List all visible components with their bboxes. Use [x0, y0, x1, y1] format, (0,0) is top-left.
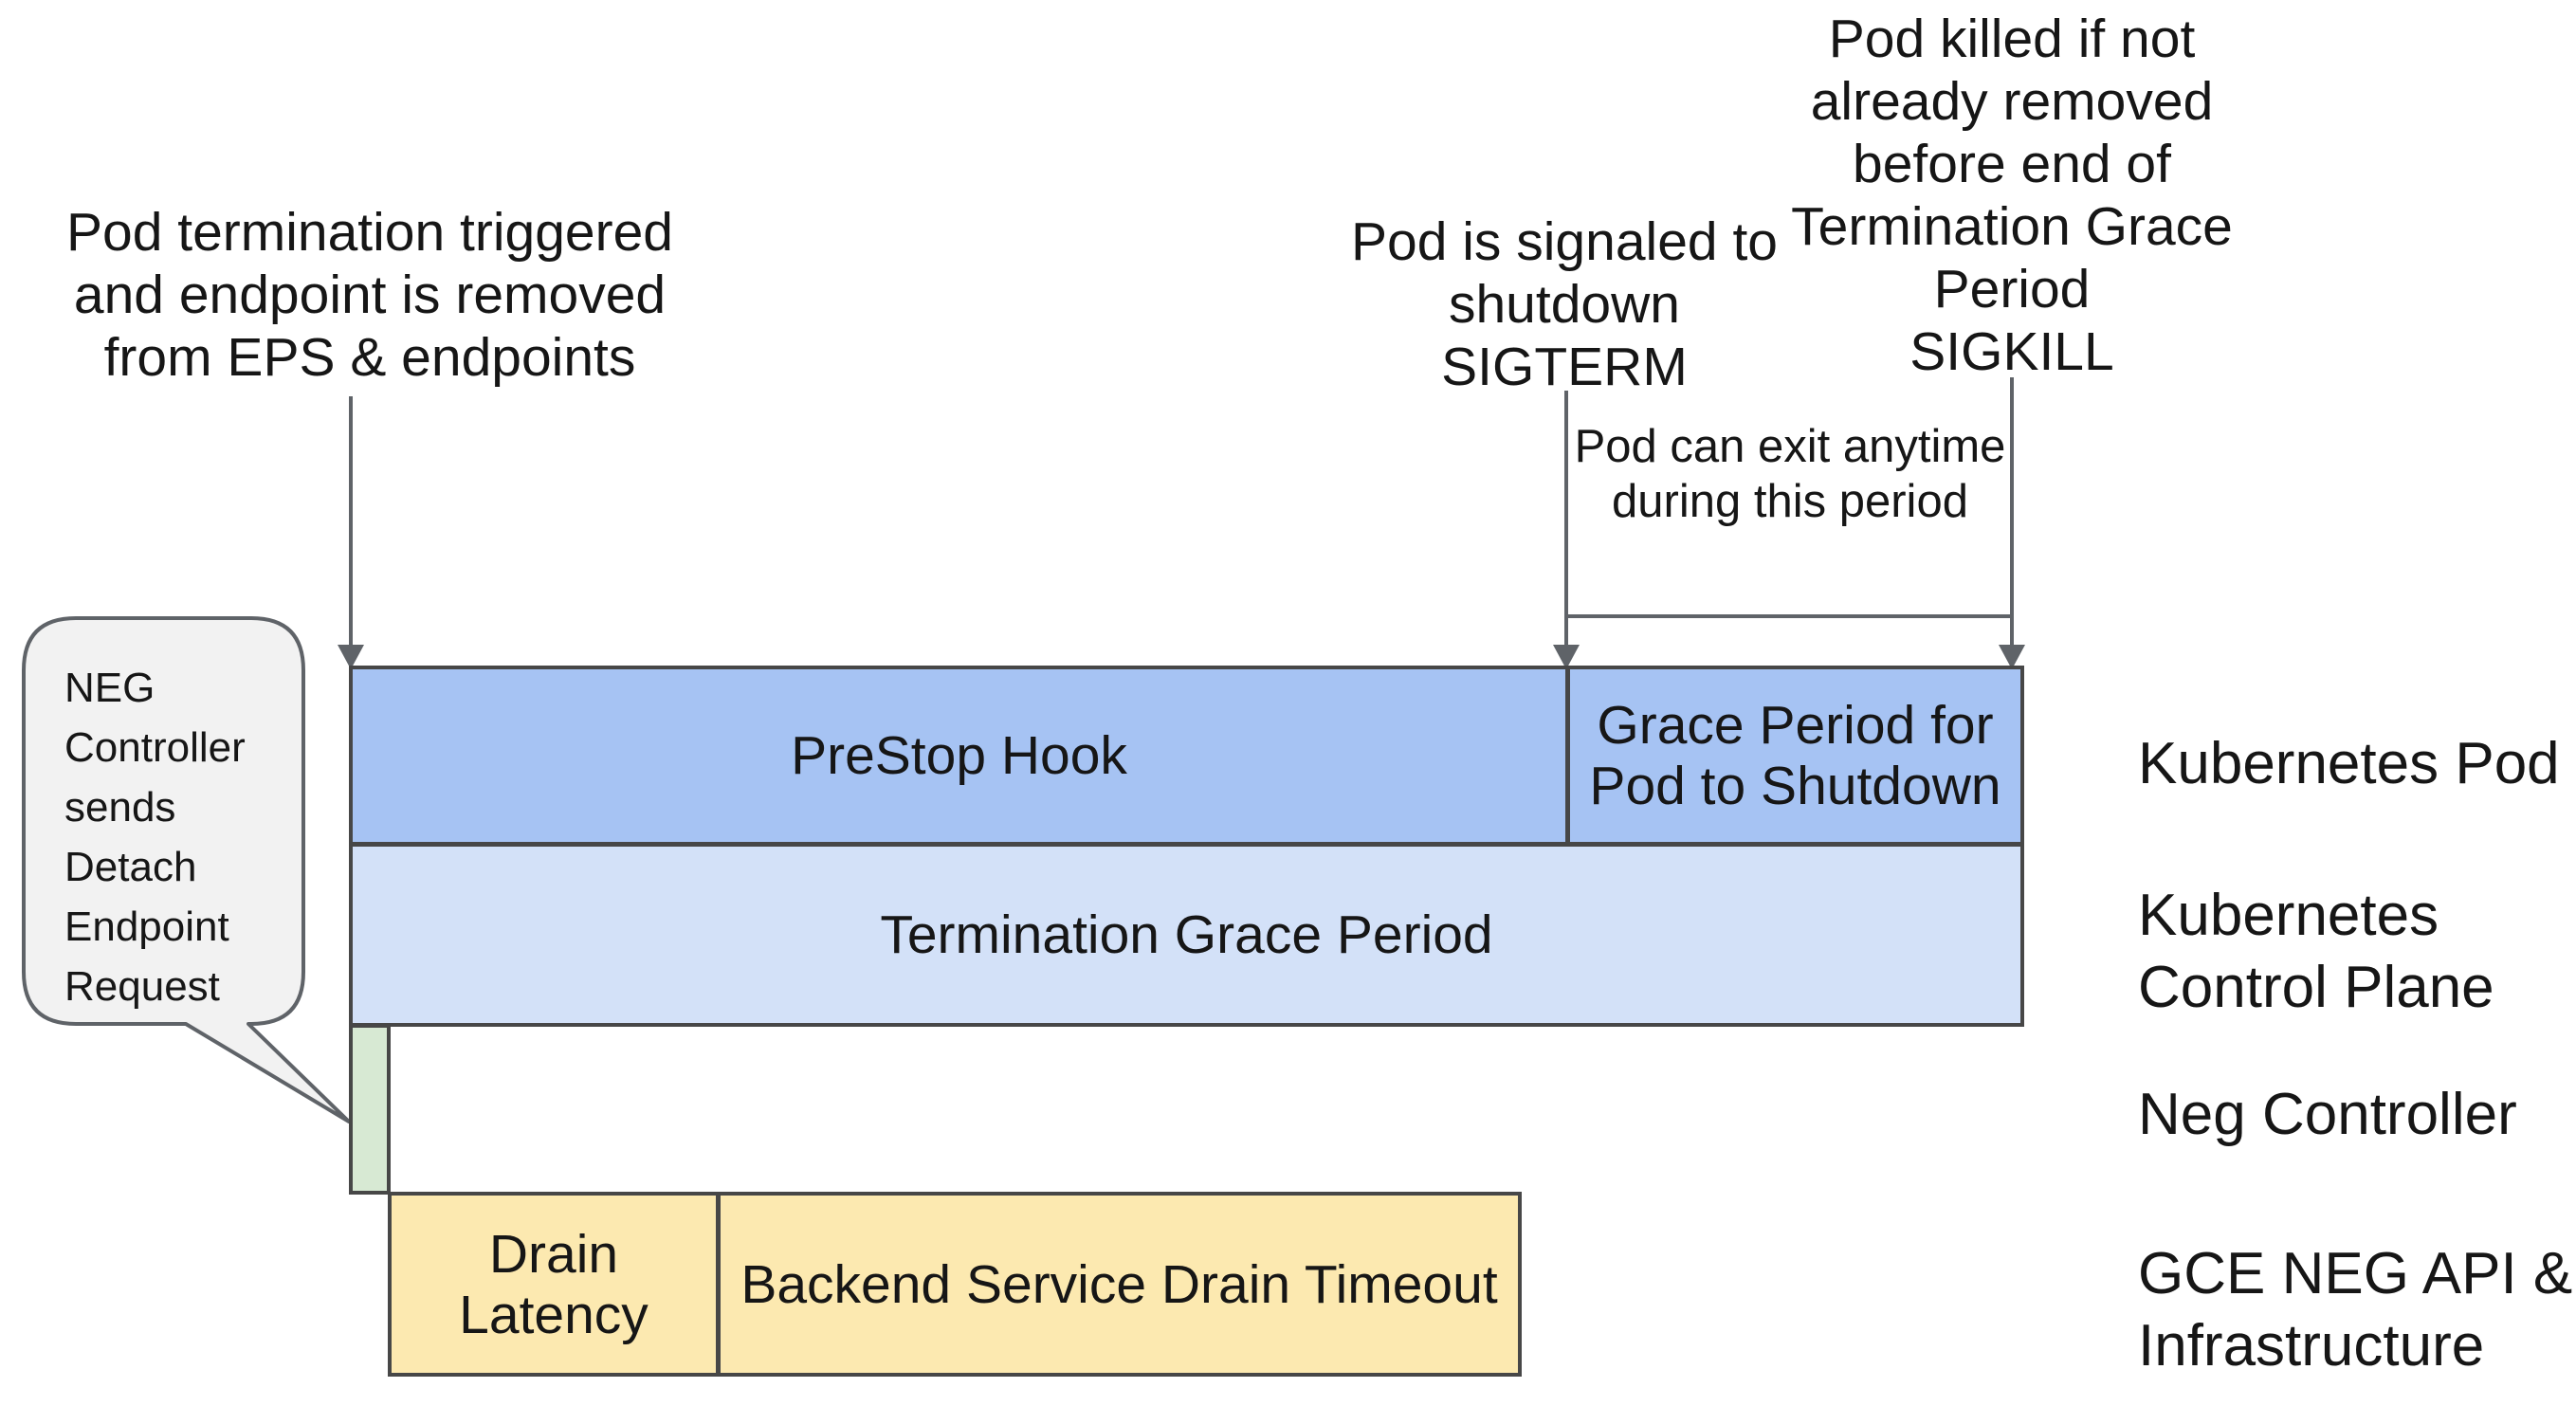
callout-exit-window: Pod can exit anytime during this period [1574, 421, 2006, 527]
lane-label-kubernetes-pod: Kubernetes Pod [2138, 731, 2560, 796]
bar-grace-period: Grace Period for Pod to Shutdown [1566, 666, 2024, 846]
bar-prestop-hook: PreStop Hook [349, 666, 1569, 846]
callout-termination-triggered: Pod termination triggered and endpoint i… [65, 202, 674, 388]
bar-termination-grace-period: Termination Grace Period [349, 843, 2024, 1027]
bar-backend-service-drain-timeout: Backend Service Drain Timeout [717, 1192, 1522, 1377]
callout-sigkill: Pod killed if not already removed before… [1791, 9, 2233, 382]
bar-drain-latency: Drain Latency [388, 1192, 720, 1377]
speech-bubble-neg-controller: NEG Controller sends Detach Endpoint Req… [64, 665, 246, 1010]
lane-label-kubernetes-control-plane: Kubernetes Control Plane [2138, 883, 2494, 1020]
callout-sigterm: Pod is signaled to shutdown SIGTERM [1351, 211, 1778, 397]
lane-label-gce-neg-api: GCE NEG API & Infrastructure [2138, 1241, 2573, 1379]
lane-label-neg-controller: Neg Controller [2138, 1082, 2517, 1147]
bar-neg-detach [349, 1024, 391, 1195]
